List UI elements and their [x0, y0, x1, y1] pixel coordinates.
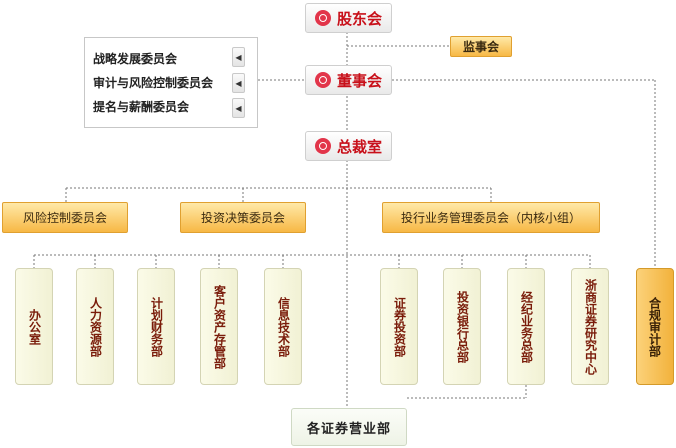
- dept-brokerage-label: 经纪业务总部: [519, 290, 534, 363]
- board-committee-strategy: 战略发展委员会: [93, 52, 178, 66]
- risk-committee-node: 风险控制委员会: [2, 202, 128, 233]
- president-office-node: 总裁室: [305, 131, 392, 161]
- dept-custody-label: 客户资产存管部: [212, 284, 227, 369]
- ib-committee-label: 投行业务管理委员会（内核小组）: [400, 211, 581, 225]
- supervisory-node: 监事会: [450, 36, 512, 57]
- shareholders-node: 股东会: [305, 3, 392, 33]
- board-node: 董事会: [305, 65, 392, 95]
- dept-investment-banking-label: 投资银行总部: [455, 290, 470, 363]
- expand-left-icon[interactable]: ◀: [232, 47, 245, 67]
- president-office-label: 总裁室: [336, 137, 382, 156]
- company-logo-icon: [314, 72, 331, 88]
- dept-research-label: 浙商证券研究中心: [583, 278, 598, 375]
- board-committee-nomination: 提名与薪酬委员会: [93, 100, 190, 114]
- investment-committee-node: 投资决策委员会: [180, 202, 306, 233]
- company-logo-icon: [314, 10, 331, 26]
- board-label: 董事会: [336, 71, 382, 90]
- supervisory-label: 监事会: [462, 40, 499, 54]
- branches-node: 各证券营业部: [291, 408, 407, 446]
- dept-custody: 客户资产存管部: [200, 268, 238, 385]
- dept-office: 办公室: [15, 268, 53, 385]
- company-logo-icon: [314, 138, 331, 154]
- expand-left-icon[interactable]: ◀: [232, 73, 245, 93]
- branches-label: 各证券营业部: [306, 421, 391, 437]
- compliance-label: 合规审计部: [647, 296, 662, 357]
- board-committees-panel: 战略发展委员会 ◀ 审计与风险控制委员会 ◀ 提名与薪酬委员会 ◀: [84, 37, 258, 128]
- ib-committee-node: 投行业务管理委员会（内核小组）: [382, 202, 600, 233]
- dept-investment-banking: 投资银行总部: [443, 268, 481, 385]
- dept-finance: 计划财务部: [137, 268, 175, 385]
- dept-securities-investment: 证券投资部: [380, 268, 418, 385]
- dept-hr-label: 人力资源部: [88, 296, 103, 357]
- dept-hr: 人力资源部: [76, 268, 114, 385]
- shareholders-label: 股东会: [336, 9, 382, 28]
- dept-brokerage: 经纪业务总部: [507, 268, 545, 385]
- compliance-node: 合规审计部: [636, 268, 674, 385]
- dept-it-label: 信息技术部: [276, 296, 291, 357]
- expand-left-icon[interactable]: ◀: [232, 98, 245, 118]
- dept-it: 信息技术部: [264, 268, 302, 385]
- risk-committee-label: 风险控制委员会: [22, 211, 107, 225]
- dept-research: 浙商证券研究中心: [571, 268, 609, 385]
- board-committee-audit: 审计与风险控制委员会: [93, 76, 214, 90]
- investment-committee-label: 投资决策委员会: [200, 211, 285, 225]
- dept-finance-label: 计划财务部: [149, 296, 164, 357]
- dept-securities-investment-label: 证券投资部: [392, 296, 407, 357]
- dept-office-label: 办公室: [27, 308, 42, 345]
